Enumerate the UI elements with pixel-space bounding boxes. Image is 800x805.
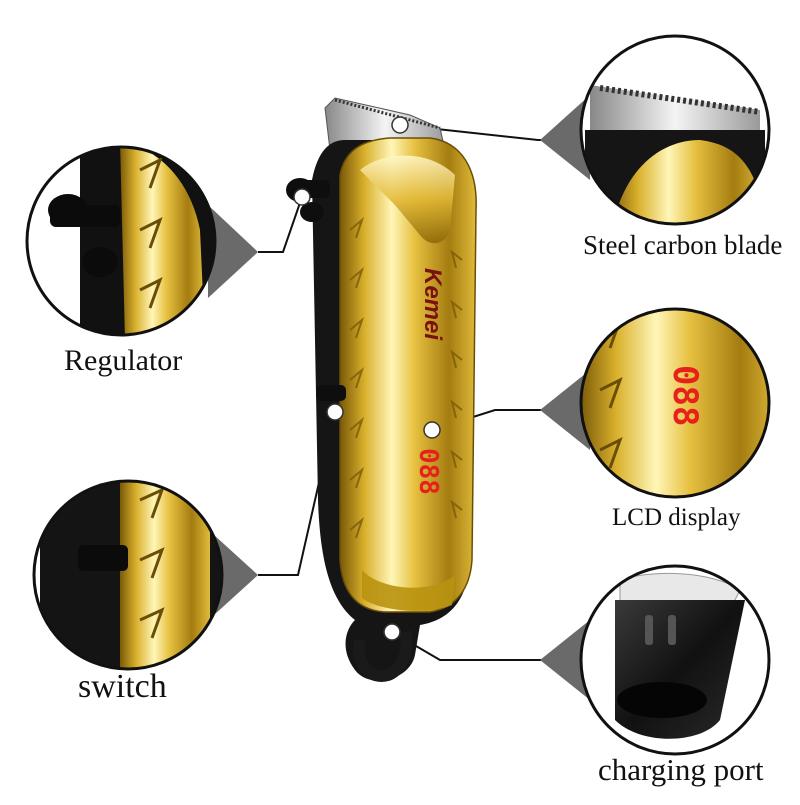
callout-pointers xyxy=(208,95,590,700)
clipper-product: Kemei 088 xyxy=(286,97,477,682)
lcd-zoom-readout: 088 xyxy=(665,365,705,426)
zoom-circle-switch xyxy=(32,479,224,671)
hanging-loop xyxy=(353,630,413,682)
zoom-circle-regulator xyxy=(25,145,217,337)
clipper-gold-body xyxy=(339,137,477,613)
switch-label: switch xyxy=(78,668,167,705)
lcd-label: LCD display xyxy=(612,504,741,531)
zoom-circle-lcd: 088 xyxy=(579,307,771,499)
regulator-label: Regulator xyxy=(64,344,183,377)
led-readout: 088 xyxy=(413,448,443,495)
zoom-circle-blade xyxy=(579,34,771,226)
regulator-leader-line xyxy=(258,196,303,253)
brand-logo: Kemei xyxy=(419,268,446,341)
zoom-circle-charging xyxy=(579,564,771,756)
callout-markers xyxy=(293,116,441,641)
side-switch xyxy=(316,385,346,401)
blade-label: Steel carbon blade xyxy=(583,230,783,260)
charging-port-label: charging port xyxy=(598,752,764,787)
